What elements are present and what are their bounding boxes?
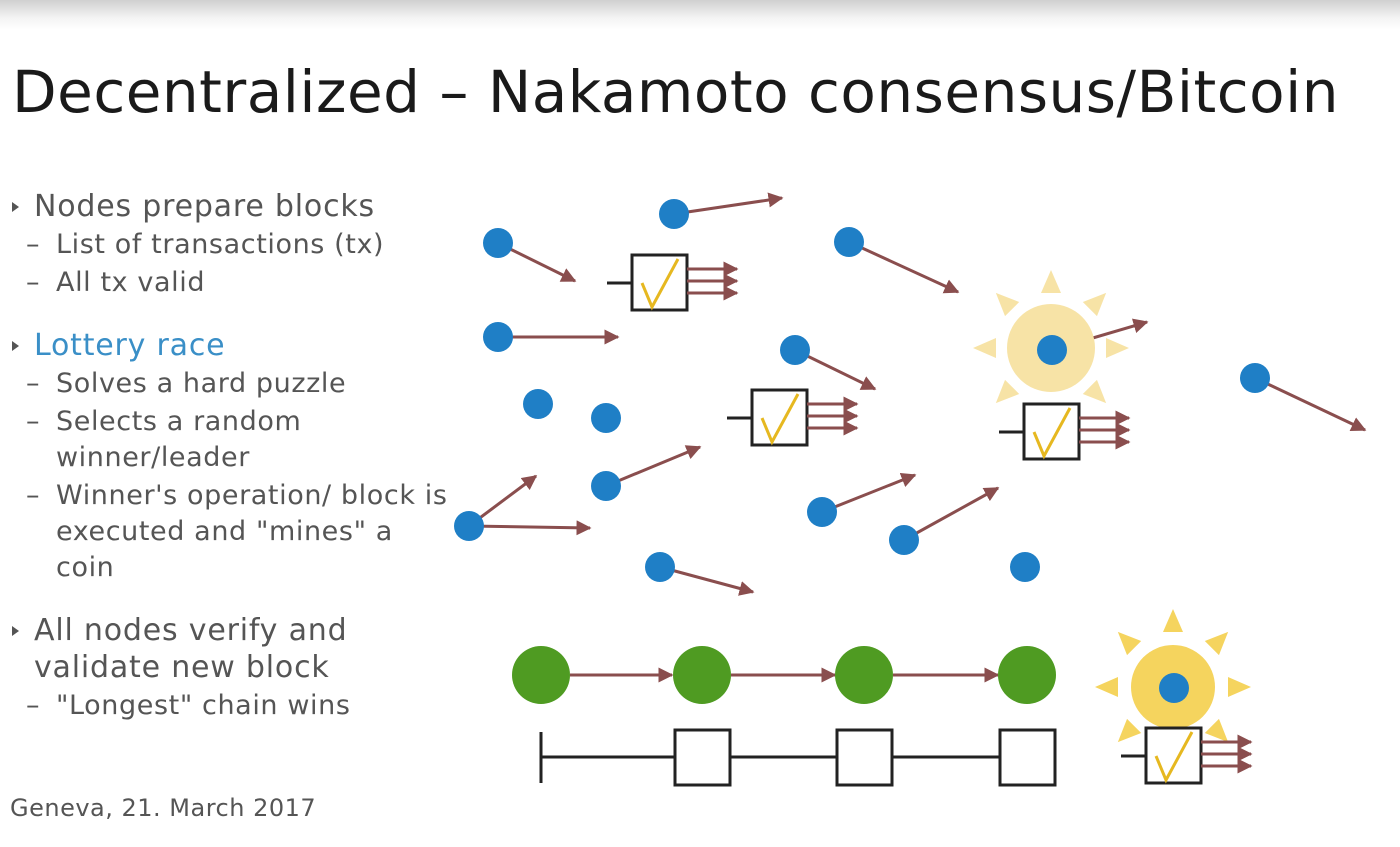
chain-node — [835, 646, 893, 704]
network-nodes — [454, 199, 1270, 703]
top-shadow-bar — [0, 0, 1400, 30]
network-node — [483, 228, 513, 258]
bullet-verify-validate: All nodes verify and validate new block — [10, 612, 450, 686]
network-node — [591, 471, 621, 501]
network-node — [591, 403, 621, 433]
network-node — [1240, 363, 1270, 393]
bullet-triangle-icon — [12, 202, 19, 212]
bullet-triangle-icon — [12, 626, 19, 636]
bullet-triangle-icon — [12, 341, 19, 351]
sub-bullet: –Solves a hard puzzle — [26, 368, 347, 399]
sub-bullet-text: List of transactions (tx) — [56, 229, 385, 260]
arrow-icon — [848, 240, 960, 294]
sub-bullet-text: Selects a random winner/leader — [56, 406, 302, 473]
checkmark-icon — [760, 393, 800, 446]
chain-block — [835, 728, 894, 787]
slide-title: Decentralized – Nakamoto consensus/Bitco… — [12, 58, 1339, 126]
network-node — [807, 497, 837, 527]
arrow-icon — [673, 192, 784, 216]
network-node — [645, 552, 675, 582]
candidate-block — [999, 402, 1131, 461]
sub-bullet: –"Longest" chain wins — [26, 690, 351, 721]
chain-block — [673, 728, 732, 787]
sub-bullet: –Selects a random winner/leader — [26, 406, 302, 473]
network-node — [1010, 552, 1040, 582]
sub-bullet-text: All tx valid — [56, 267, 206, 298]
network-node — [780, 335, 810, 365]
network-node — [483, 322, 513, 352]
chain-node — [512, 646, 570, 704]
arrow-icon — [903, 486, 1000, 542]
chain-node — [998, 646, 1056, 704]
network-node — [523, 389, 553, 419]
bullet-list: Nodes prepare blocks –List of transactio… — [10, 188, 450, 724]
sub-bullet-text: Winner's operation/ block is executed an… — [56, 480, 448, 583]
network-node — [834, 227, 864, 257]
sub-bullet-text: "Longest" chain wins — [56, 690, 351, 721]
new-block — [1121, 726, 1253, 785]
bullet-text: Lottery race — [34, 328, 226, 363]
winner-node — [1159, 673, 1189, 703]
chain-nodes — [512, 646, 1056, 704]
candidate-block — [607, 253, 739, 312]
footer-date: Geneva, 21. March 2017 — [10, 794, 317, 822]
sub-bullet: –List of transactions (tx) — [26, 229, 385, 260]
arrow-icon — [1254, 376, 1367, 432]
sub-bullet: –Winner's operation/ block is executed a… — [26, 480, 448, 583]
bullet-lottery-race: Lottery race — [10, 327, 450, 364]
bullet-nodes-prepare: Nodes prepare blocks — [10, 188, 450, 225]
arrow-icon — [659, 565, 755, 596]
checkmark-icon — [640, 258, 680, 311]
arrow-icon — [468, 520, 592, 536]
checkmark-icon — [1154, 731, 1194, 784]
winner-node — [1037, 335, 1067, 365]
sub-bullet-text: Solves a hard puzzle — [56, 368, 347, 399]
blockchain — [539, 728, 1057, 787]
checkmark-icon — [1032, 407, 1072, 460]
network-node — [889, 525, 919, 555]
network-node — [454, 511, 484, 541]
chain-node — [673, 646, 731, 704]
chain-block — [998, 728, 1057, 787]
arrow-icon — [821, 473, 917, 514]
bullet-text: All nodes verify and validate new block — [34, 613, 348, 685]
network-node — [659, 199, 689, 229]
bullet-text: Nodes prepare blocks — [34, 189, 375, 224]
candidate-block — [727, 388, 859, 447]
sub-bullet: –All tx valid — [26, 267, 206, 298]
arrow-icon — [605, 445, 702, 488]
